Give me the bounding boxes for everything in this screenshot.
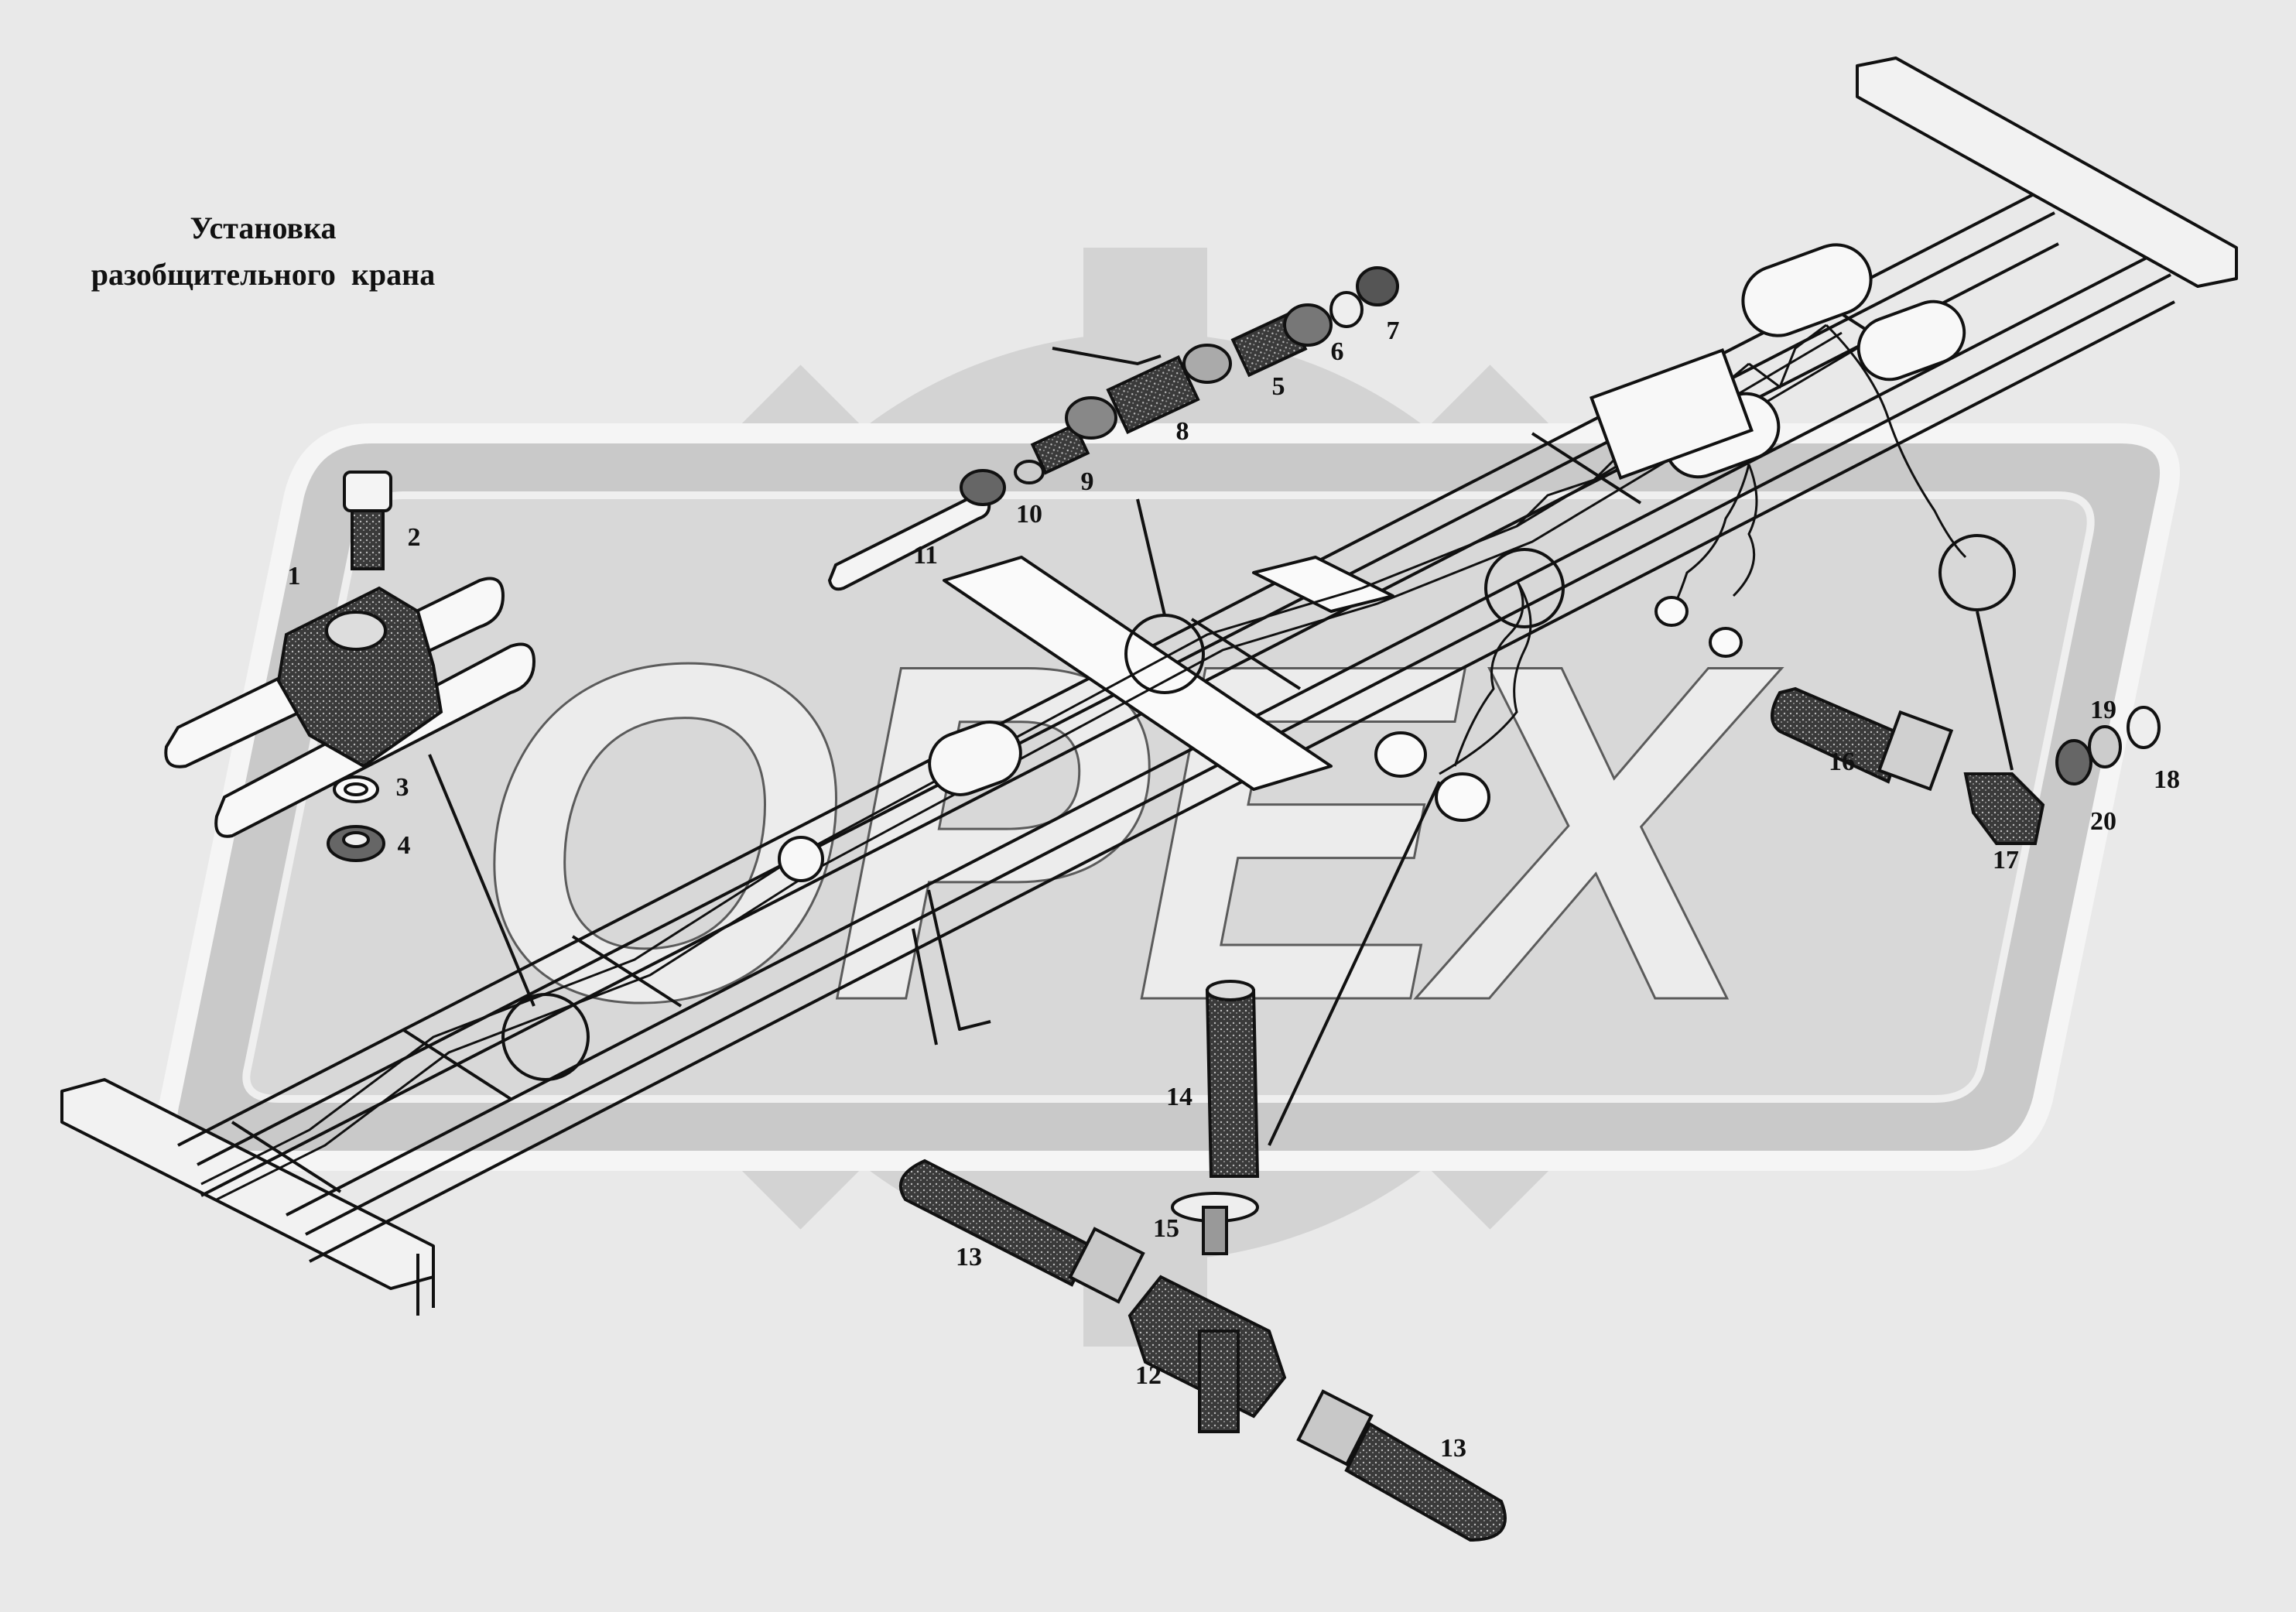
hoses — [1439, 323, 1967, 775]
light-bulbs — [1374, 596, 1743, 822]
callout-7: 7 — [1386, 317, 1400, 345]
frame-chambers — [778, 243, 1966, 882]
callout-18: 18 — [2154, 765, 2180, 794]
detail-circles — [501, 534, 2016, 1081]
callout-17: 17 — [1993, 846, 2019, 874]
part-1-clamp — [164, 577, 536, 838]
callout-13-right: 13 — [1440, 1434, 1466, 1463]
callout-3: 3 — [395, 773, 409, 802]
callout-2: 2 — [407, 523, 421, 552]
callout-15: 15 — [1153, 1214, 1179, 1243]
leader-lines — [428, 498, 2014, 1146]
title-line-1: Установка — [190, 210, 337, 245]
part-14-tube — [1205, 980, 1260, 1178]
callout-10: 10 — [1016, 500, 1042, 529]
chassis-frame — [60, 56, 2238, 1316]
part-3-washer — [333, 775, 379, 803]
callout-11: 11 — [912, 541, 939, 570]
lower-assembly — [898, 1159, 1507, 1542]
callout-4: 4 — [397, 831, 411, 860]
callout-12: 12 — [1135, 1361, 1162, 1390]
title-line-2: разобщительного крана — [91, 257, 436, 292]
callout-13-left: 13 — [956, 1243, 982, 1271]
callout-1: 1 — [287, 562, 301, 590]
callout-19: 19 — [2090, 696, 2116, 724]
part-2-bolt — [343, 471, 392, 570]
callout-6: 6 — [1330, 337, 1344, 366]
part-4-nut — [327, 825, 385, 862]
diagram-title: Установка разобщительного крана — [62, 205, 464, 298]
callout-16: 16 — [1829, 748, 1855, 776]
top-assembly — [827, 266, 1399, 591]
callout-20: 20 — [2090, 807, 2116, 836]
callout-14: 14 — [1166, 1083, 1192, 1111]
callout-9: 9 — [1080, 467, 1094, 496]
right-assembly — [1771, 686, 2161, 845]
callout-5: 5 — [1271, 372, 1285, 401]
callout-8: 8 — [1175, 417, 1189, 446]
